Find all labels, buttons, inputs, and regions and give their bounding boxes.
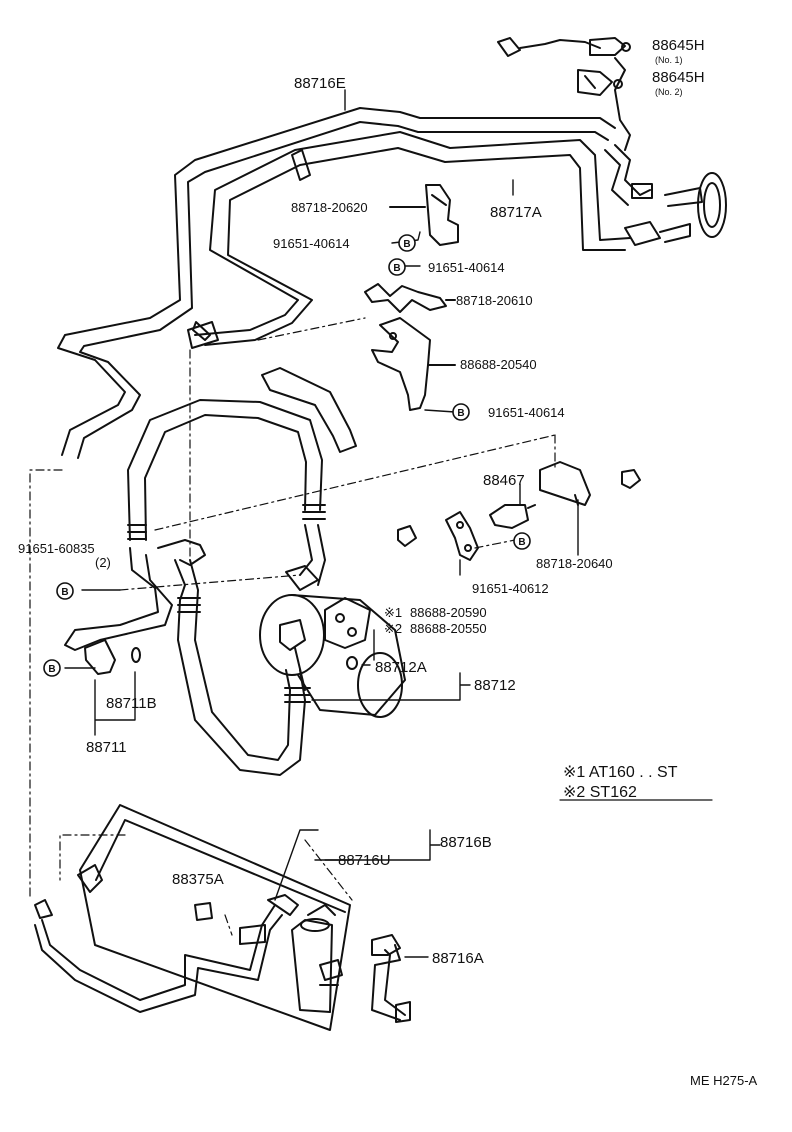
label-88712A: 88712A: [375, 659, 427, 676]
receiver-88375A: [194, 902, 266, 945]
label-91651-40614-b: 91651-40614: [428, 260, 505, 275]
bolt-icon: [56, 582, 74, 600]
bolt-letter: B: [403, 239, 410, 250]
label-88716B: 88716B: [440, 834, 492, 851]
clamp-88718-20620: [389, 184, 459, 246]
label-88711: 88711: [86, 739, 127, 756]
bolt-letter: B: [457, 408, 464, 419]
bolt-letter: B: [393, 263, 400, 274]
label-88718-20610: 88718-20610: [456, 293, 533, 308]
label-88688-20550: 88688-20550: [410, 621, 487, 636]
label-88688-20540: 88688-20540: [460, 357, 537, 372]
hose-88717A: [187, 131, 631, 349]
bolt-icon: [398, 234, 416, 252]
reference-dashlines: [29, 317, 556, 936]
mark-1: ※1: [384, 605, 402, 620]
label-91651-40614-a: 91651-40614: [273, 236, 350, 251]
legend-line-2: ※2 ST162: [563, 784, 637, 801]
label-no2: (No. 2): [655, 87, 683, 97]
bolt-letter: B: [61, 587, 68, 598]
label-88645H-no2: 88645H: [652, 69, 705, 86]
label-88716A: 88716A: [432, 950, 484, 967]
clamp-88718-20610: [364, 283, 456, 313]
leader-lines: [64, 89, 579, 958]
bracket-small: [445, 511, 479, 561]
label-88718-20620: 88718-20620: [291, 200, 368, 215]
label-88716U: 88716U: [338, 852, 391, 869]
bolt-markers: [43, 234, 531, 677]
label-88645H-no1: 88645H: [652, 37, 705, 54]
bolt-letter: B: [48, 664, 55, 675]
label-no1: (No. 1): [655, 55, 683, 65]
label-91651-60835: 91651-60835: [18, 541, 95, 556]
pipe-right-fittings: [604, 144, 727, 246]
bracket-88688-20540: [371, 317, 456, 411]
hose-88712-discharge: [157, 539, 311, 776]
label-88711B: 88711B: [106, 695, 157, 712]
hose-88716E: [57, 107, 616, 459]
bolt-letter: B: [518, 537, 525, 548]
label-88688-20590: 88688-20590: [410, 605, 487, 620]
reference-code: ME H275-A: [690, 1073, 758, 1088]
bolt-icon: [452, 403, 470, 421]
label-91651-40612: 91651-40612: [472, 581, 549, 596]
switch-88467: [489, 504, 536, 529]
label-qty-2: (2): [95, 555, 111, 570]
switch-88645H-no2: [577, 69, 623, 96]
label-88467: 88467: [483, 472, 525, 489]
label-88717A: 88717A: [490, 204, 542, 221]
bolt-icon: [388, 258, 406, 276]
bolt-icon: [513, 532, 531, 550]
label-88718-20640: 88718-20640: [536, 556, 613, 571]
nut-center: [397, 525, 417, 547]
mark-2: ※2: [384, 621, 402, 636]
legend-line-1: ※1 AT160 . . ST: [563, 764, 678, 781]
clamp-88718-20640: [539, 461, 591, 506]
nut-right: [621, 469, 641, 489]
switch-88645H-no1: [497, 37, 631, 151]
label-88375A: 88375A: [172, 871, 224, 888]
hose-88711: [64, 367, 357, 675]
bolt-icon: [43, 659, 61, 677]
label-91651-40614-c: 91651-40614: [488, 405, 565, 420]
label-88712: 88712: [474, 677, 516, 694]
compressor: [259, 594, 406, 718]
condenser: [34, 804, 411, 1031]
label-88716E: 88716E: [294, 75, 346, 92]
